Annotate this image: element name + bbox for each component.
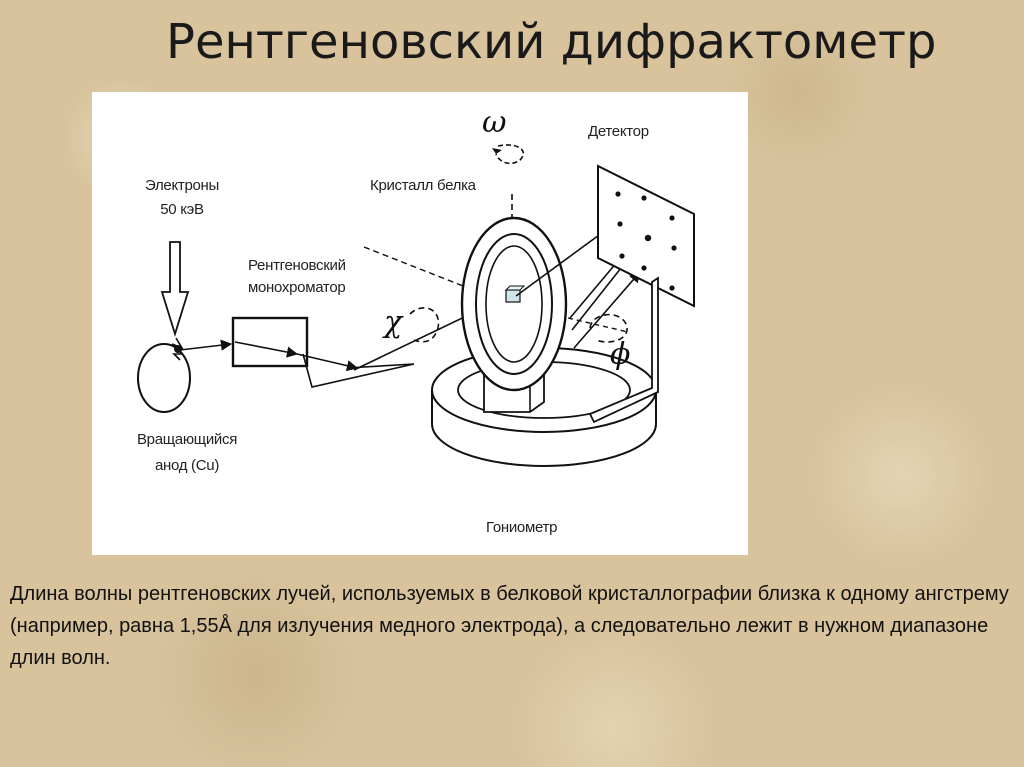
chi-circle-ring: [460, 216, 568, 392]
label-electrons: Электроны 50 кэВ: [145, 177, 219, 218]
label-crystal: Кристалл белка: [370, 177, 477, 194]
electron-beam-arrow: [160, 241, 190, 338]
slide-title: Рентгеновский дифрактометр: [166, 14, 937, 70]
anode-spark-icon: [171, 337, 184, 361]
omega-rotation-arrow-icon: [492, 144, 525, 165]
phi-symbol: ϕ: [610, 337, 630, 372]
svg-text:монохроматор: монохроматор: [248, 279, 345, 296]
protein-crystal: [504, 285, 526, 303]
chi-symbol: χ: [382, 305, 404, 340]
chi-rotation-arrow-icon: [409, 307, 440, 343]
detector-panel: [597, 164, 695, 308]
diffractometer-diagram: Электроны 50 кэВ Вращающийся анод (Cu) Р…: [92, 92, 748, 555]
svg-text:50 кэВ: 50 кэВ: [160, 201, 204, 218]
svg-text:анод (Cu): анод (Cu): [155, 457, 219, 474]
omega-symbol: ω: [482, 105, 506, 140]
rotating-anode: [137, 343, 191, 413]
label-goniometer: Гониометр: [486, 519, 557, 536]
phi-rotation-arrow-icon: [589, 313, 628, 343]
svg-text:Электроны: Электроны: [145, 177, 219, 194]
svg-text:Вращающийся: Вращающийся: [137, 431, 237, 448]
label-monochromator: Рентгеновский монохроматор: [248, 257, 346, 296]
svg-text:Рентгеновский: Рентгеновский: [248, 257, 346, 274]
caption-text: Длина волны рентгеновских лучей, использ…: [10, 583, 1009, 669]
detector-arm: [588, 276, 659, 424]
monochromator-box: [231, 316, 309, 368]
label-anode: Вращающийся анод (Cu): [137, 431, 238, 474]
label-detector: Детектор: [588, 123, 649, 140]
